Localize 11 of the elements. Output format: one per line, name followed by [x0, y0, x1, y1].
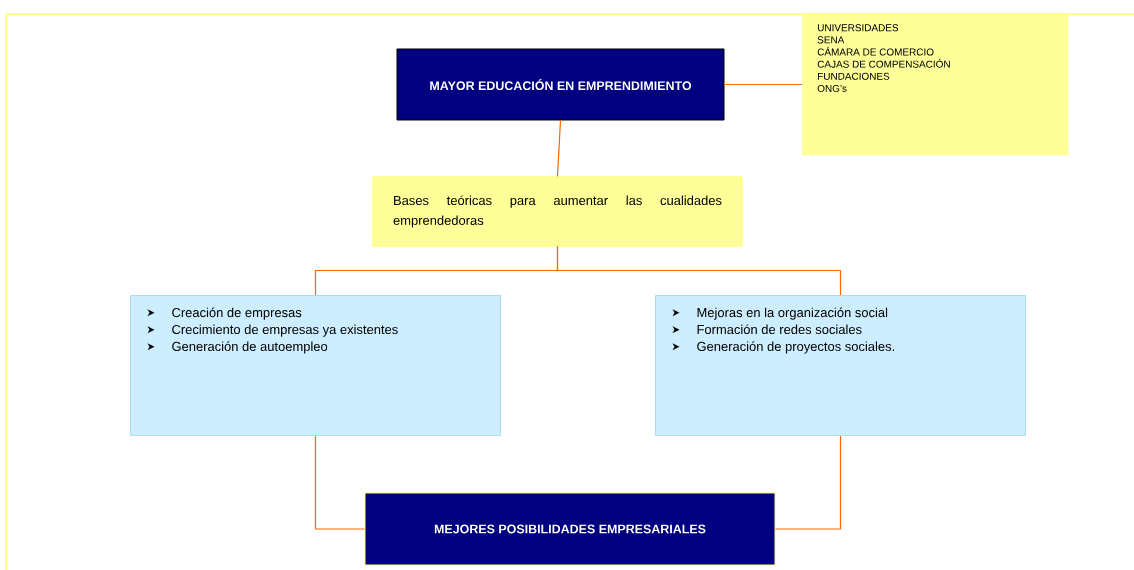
text-box: Bases teóricas para aumentar las cualidades emprendedoras — [372, 176, 743, 247]
title-box: MEJORES POSIBILIDADES EMPRESARIALES — [364, 492, 776, 566]
connector-line — [314, 435, 366, 530]
title-box: MAYOR EDUCACIÓN EN EMPRENDIMIENTO — [396, 48, 725, 121]
connector-line — [774, 435, 842, 530]
list-box: Mejoras en la organización social Formación de redes sociales Generación de proyectos sociales. — [655, 295, 1026, 436]
connector-line — [556, 245, 842, 296]
list-box: Creación de empresas Crecimiento de empresas ya existentes Generación de autoempleo — [130, 295, 501, 436]
connector-line — [723, 83, 803, 86]
list-box: UNIVERSIDADES SENA CÁMARA DE COMERCIO CAJAS DE COMPENSACIÓN FUNDACIONES ONG’s — [802, 14, 1069, 156]
connector-line — [556, 119, 562, 178]
